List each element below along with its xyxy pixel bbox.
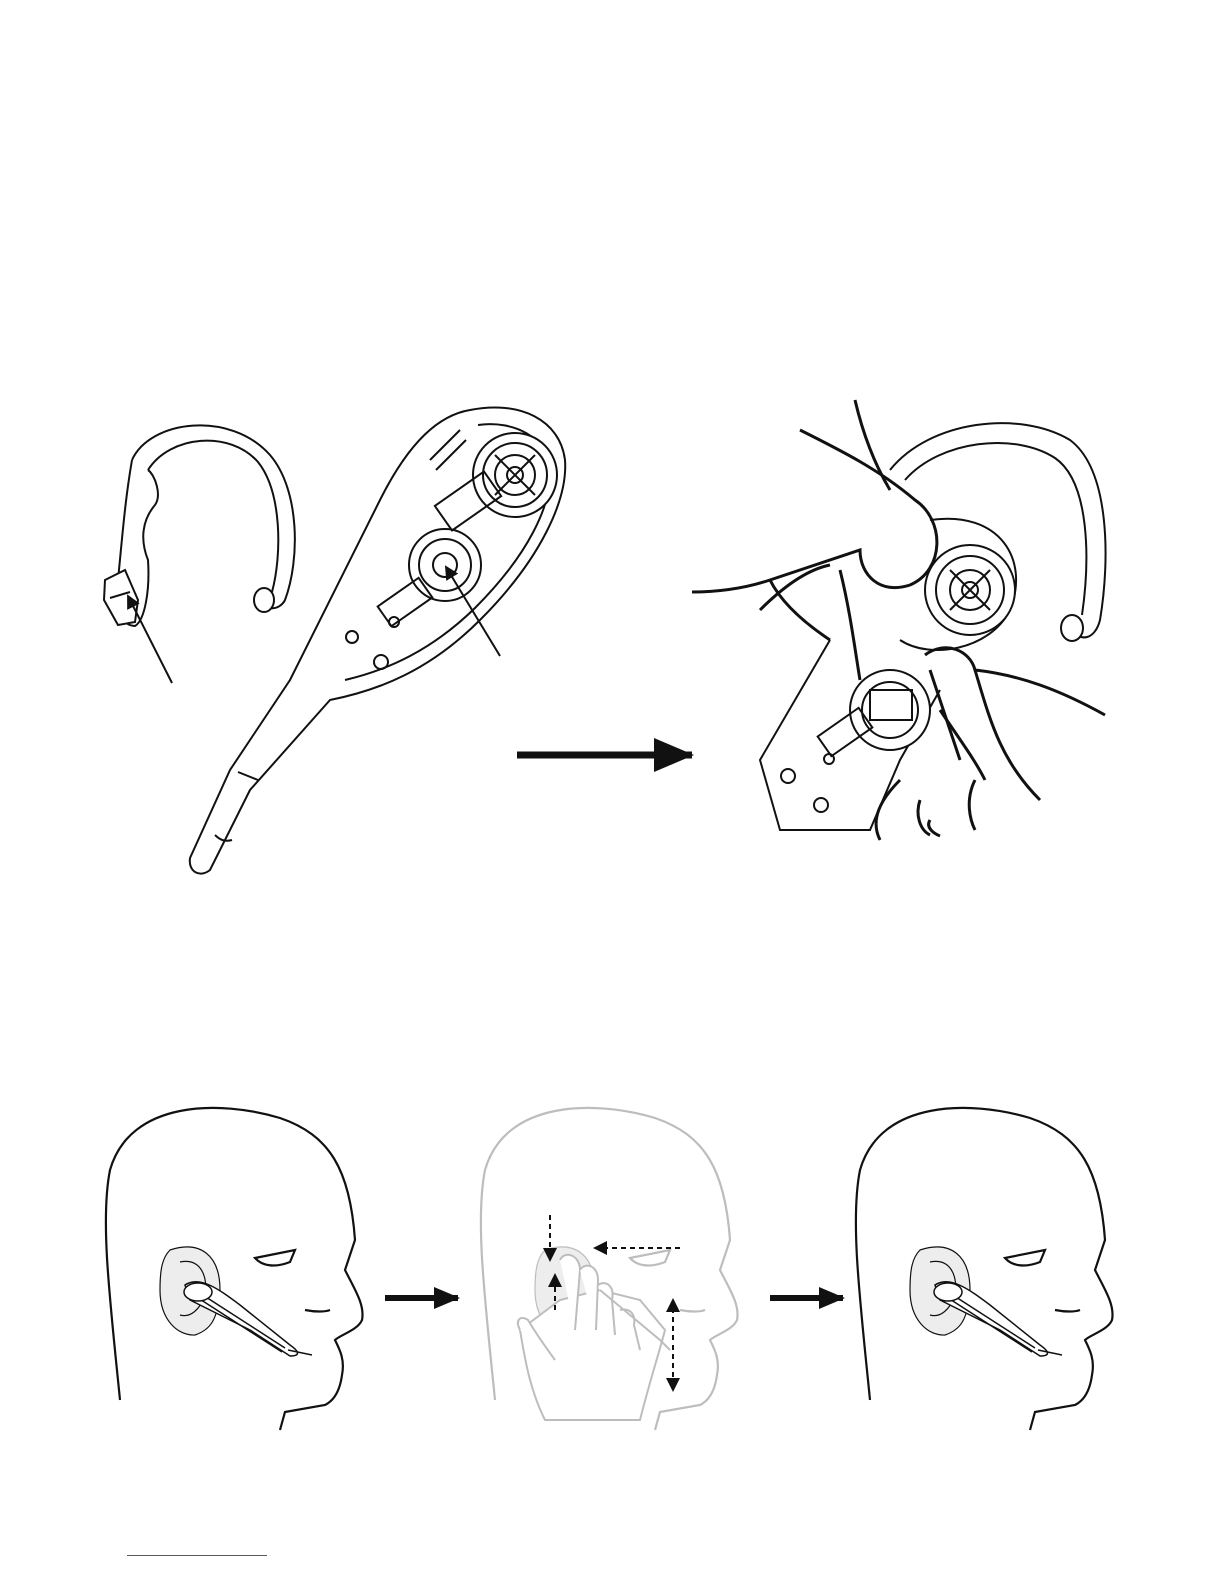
footer-rule (127, 1555, 267, 1556)
earhook (104, 425, 295, 626)
earhook-pointer-arrow (128, 596, 172, 683)
headset-body (190, 407, 565, 873)
head-wearing-headset-2 (856, 1108, 1113, 1430)
head-wearing-headset-1 (106, 1108, 363, 1430)
hands (692, 400, 1105, 840)
